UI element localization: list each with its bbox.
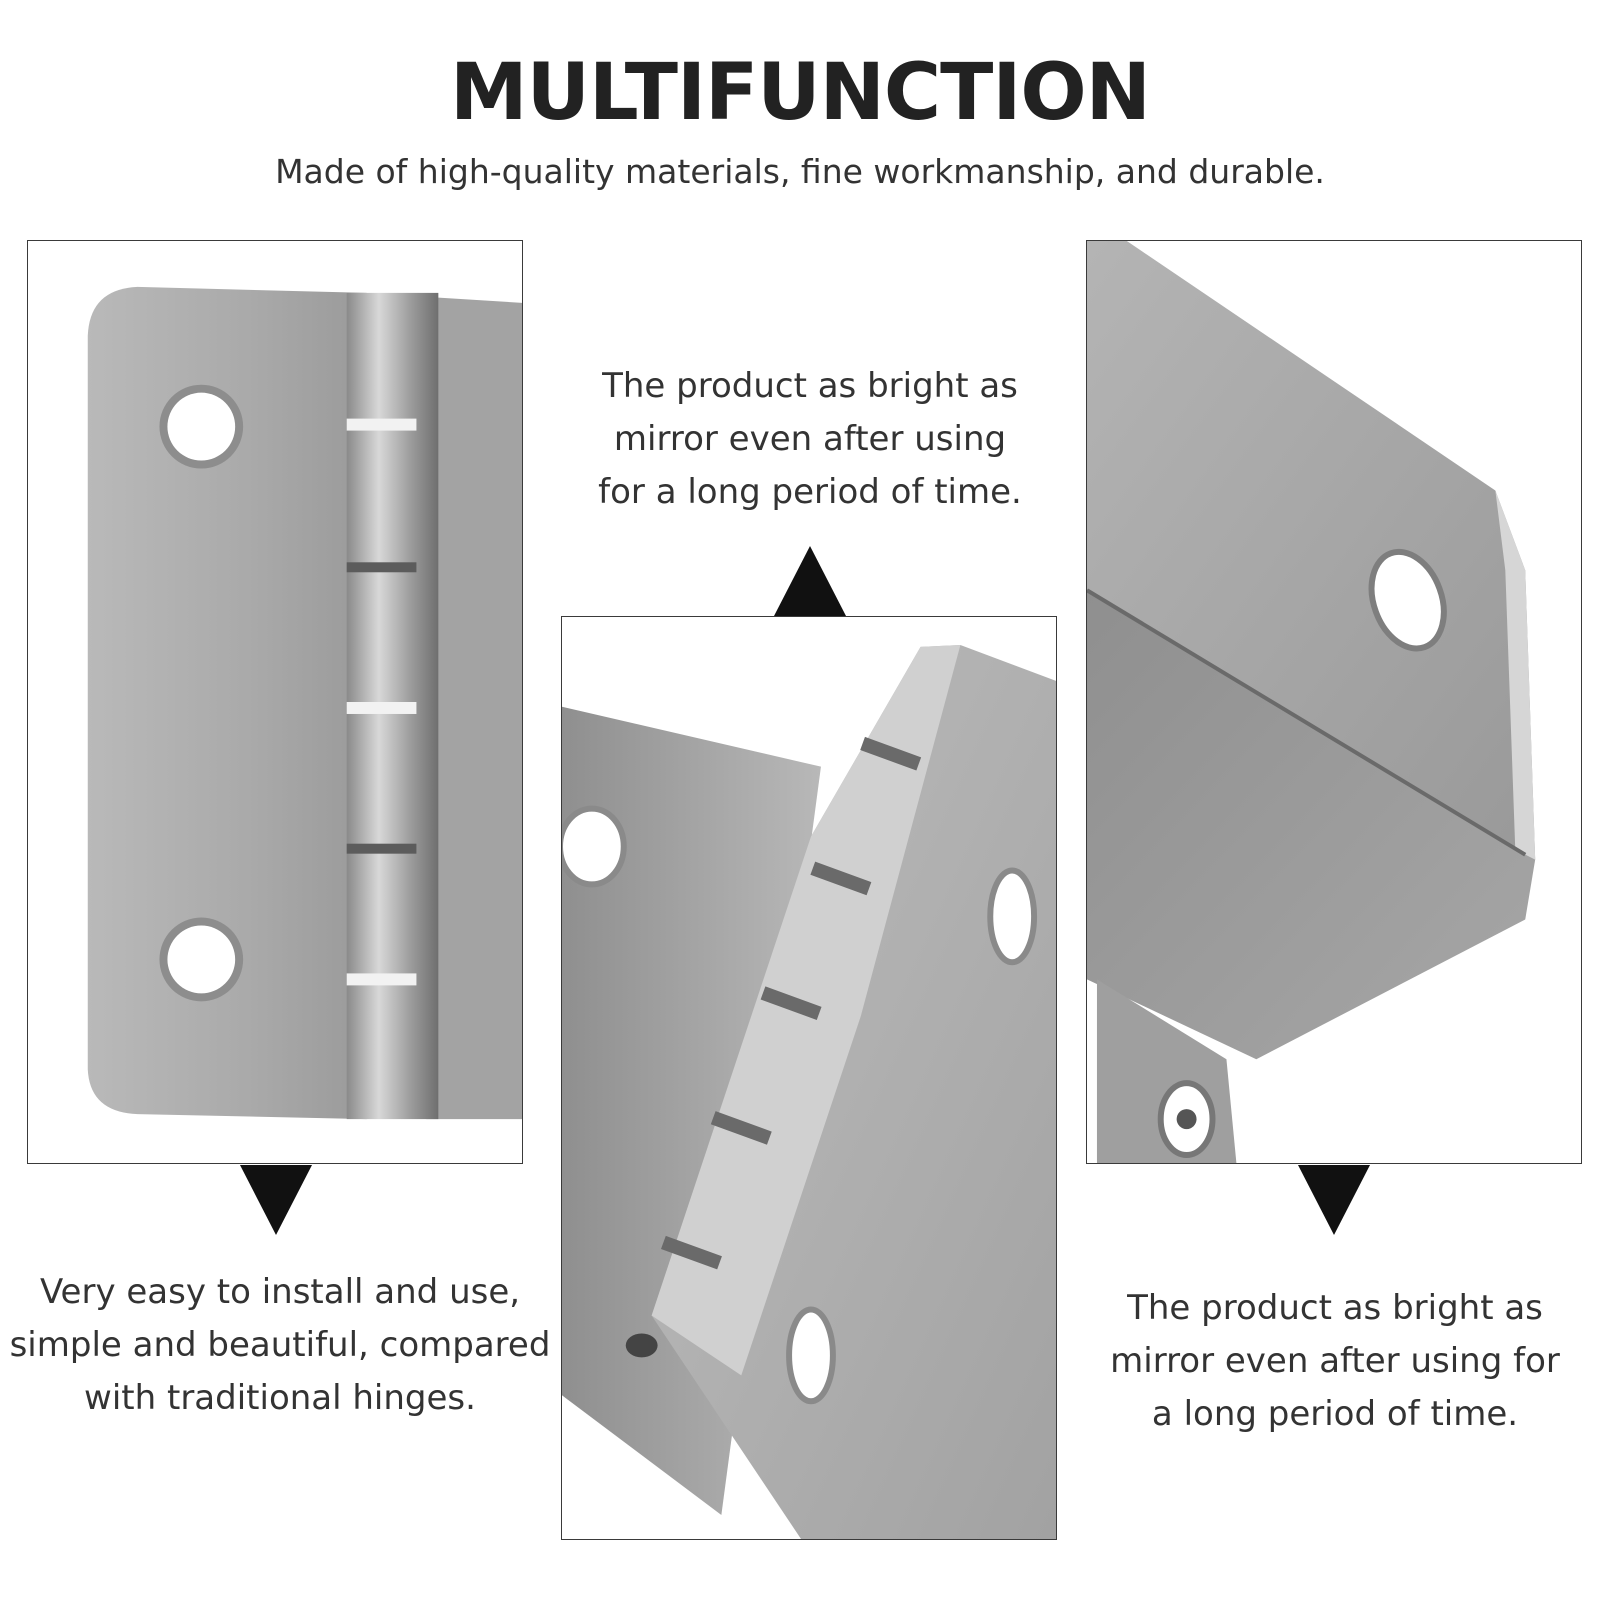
page-subtitle: Made of high-quality materials, fine wor… [275,152,1325,191]
caption-left: Very easy to install and use, simple and… [0,1266,560,1425]
arrow-up-icon [774,546,846,616]
caption-middle-line-1: The product as bright as [602,366,1018,406]
hinge-photo-right [1086,240,1582,1164]
page-title: MULTIFUNCTION [450,48,1151,138]
caption-left-line-3: with traditional hinges. [84,1378,476,1418]
arrow-down-icon [240,1165,312,1235]
caption-right-line-3: a long period of time. [1151,1394,1519,1434]
hinge-photo-left [27,240,523,1164]
caption-middle-line-2: mirror even after using [613,419,1007,459]
caption-right: The product as bright as mirror even aft… [1080,1282,1590,1441]
caption-right-line-1: The product as bright as [1127,1288,1543,1328]
caption-left-line-2: simple and beautiful, compared [9,1325,551,1365]
arrow-down-icon [1298,1165,1370,1235]
caption-middle-line-3: for a long period of time. [598,472,1022,512]
caption-right-line-2: mirror even after using for [1110,1341,1560,1381]
caption-middle: The product as bright as mirror even aft… [560,360,1060,519]
hinge-photo-middle [561,616,1057,1540]
caption-left-line-1: Very easy to install and use, [39,1272,521,1312]
